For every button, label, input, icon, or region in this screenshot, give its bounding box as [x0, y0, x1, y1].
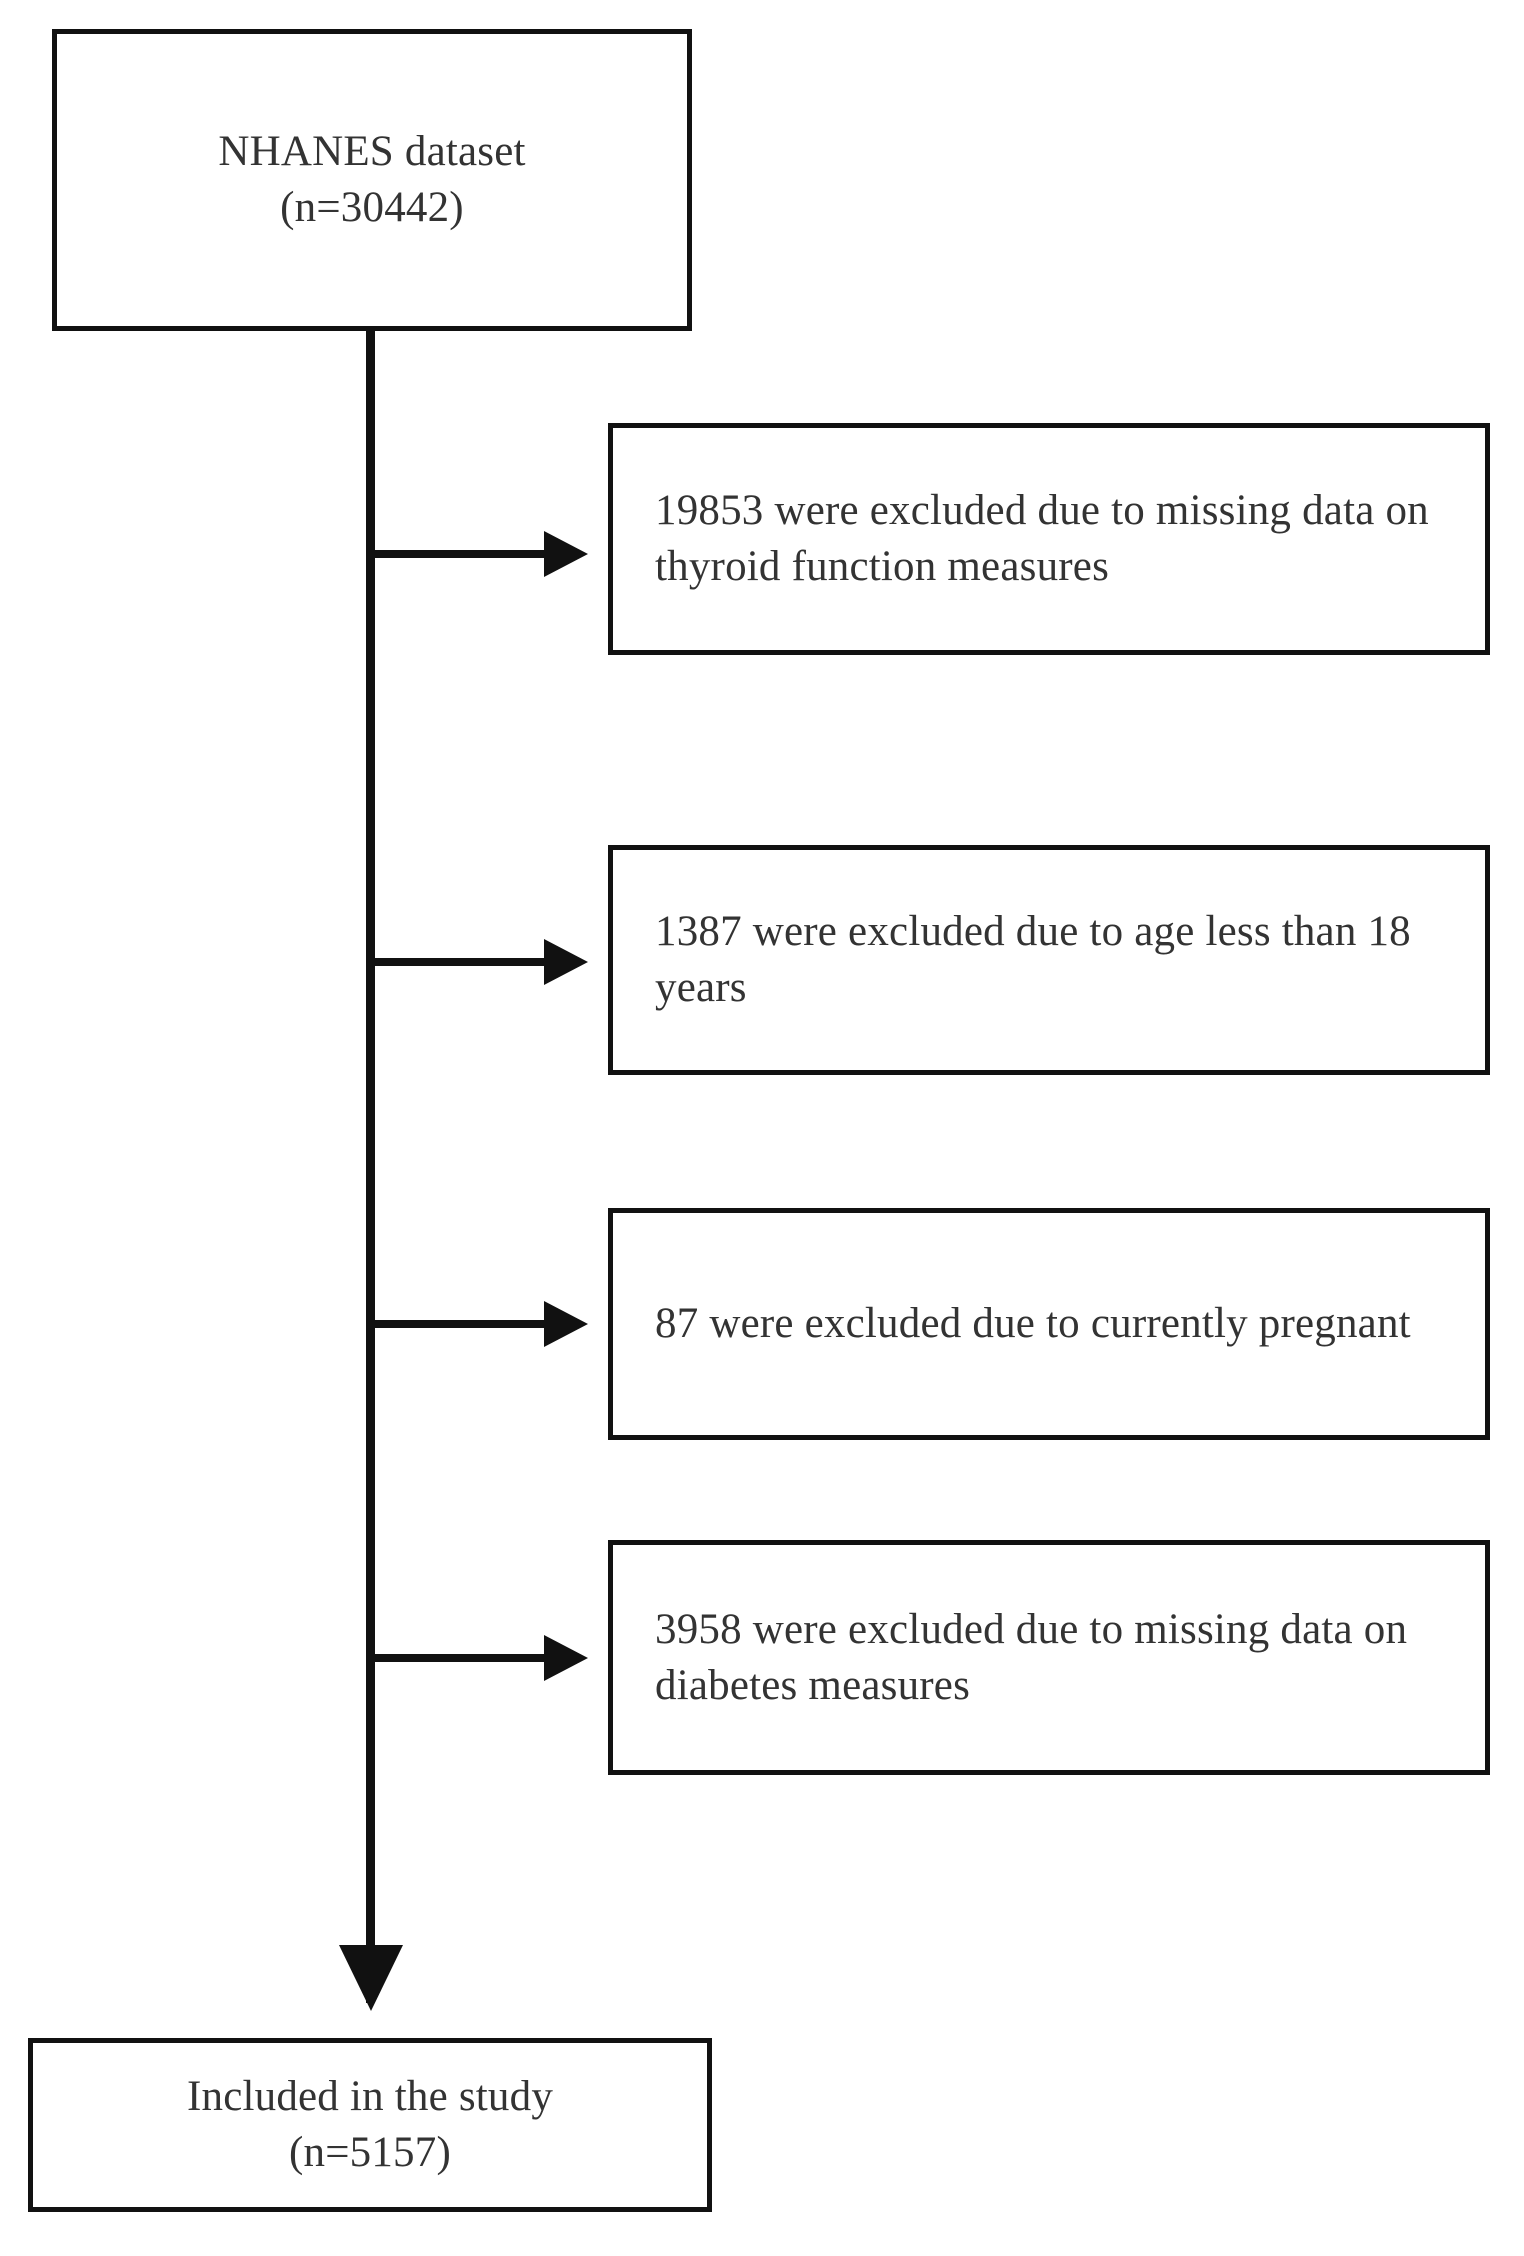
exclusion-label-4: 3958 were excluded due to missing data o… [655, 1605, 1408, 1709]
exclusion-box-1: 19853 were excluded due to missing data … [608, 423, 1490, 655]
exclusion-label-1: 19853 were excluded due to missing data … [655, 487, 1429, 590]
exclusion-box-4: 3958 were excluded due to missing data o… [608, 1540, 1490, 1775]
included-study-box: Included in the study (n=5157) [28, 2038, 712, 2212]
source-dataset-box: NHANES dataset (n=30442) [52, 29, 692, 331]
source-dataset-label: NHANES dataset (n=30442) [218, 128, 526, 231]
exclusion-connector-1 [370, 550, 548, 558]
arrowhead-right-icon-4 [544, 1635, 588, 1681]
arrowhead-right-icon-3 [544, 1301, 588, 1347]
exclusion-connector-3 [370, 1320, 548, 1328]
exclusion-connector-2 [370, 958, 548, 966]
exclusion-box-3: 87 were excluded due to currently pregna… [608, 1208, 1490, 1440]
arrowhead-right-icon-1 [544, 531, 588, 577]
arrowhead-down-icon [339, 1945, 403, 2011]
exclusion-box-2: 1387 were excluded due to age less than … [608, 845, 1490, 1075]
arrowhead-right-icon-2 [544, 939, 588, 985]
exclusion-label-2: 1387 were excluded due to age less than … [655, 908, 1411, 1011]
included-study-label: Included in the study (n=5157) [186, 2073, 554, 2176]
main-vertical-connector [366, 331, 375, 2003]
exclusion-connector-4 [370, 1654, 548, 1662]
exclusion-label-3: 87 were excluded due to currently pregna… [655, 1300, 1411, 1348]
